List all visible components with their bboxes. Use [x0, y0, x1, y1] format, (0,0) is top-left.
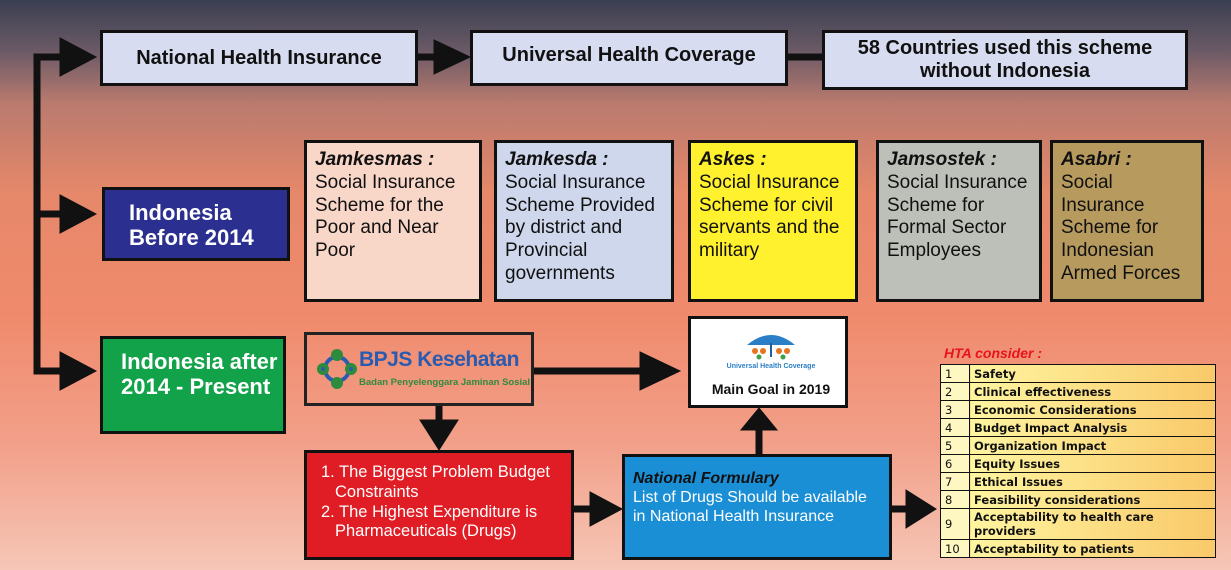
problem-item: 2. The Highest Expenditure is Pharmaceut…	[321, 502, 538, 541]
scheme-desc: Social Insurance Scheme Provided by dist…	[505, 171, 655, 284]
formulary-title: National Formulary	[633, 470, 779, 487]
main-goal-box: Universal Health Coverage Main Goal in 2…	[688, 316, 848, 408]
hta-num: 2	[940, 382, 970, 401]
scheme-title: Jamkesmas :	[315, 149, 435, 170]
bpjs-subtitle: Badan Penyelenggara Jaminan Sosial	[359, 377, 531, 388]
hta-label: Budget Impact Analysis	[969, 418, 1216, 437]
formulary-desc: List of Drugs Should be available in Nat…	[633, 489, 867, 526]
scheme-box-jamkesda: Jamkesda : Social Insurance Scheme Provi…	[494, 140, 674, 302]
scheme-title: Jamkesda :	[505, 149, 609, 170]
hta-title: HTA consider :	[944, 345, 1043, 361]
arrowhead-problem	[419, 419, 459, 451]
scheme-title: Asabri :	[1061, 149, 1132, 170]
hta-label: Equity Issues	[969, 454, 1216, 473]
scheme-box-askes: Askes : Social Insurance Scheme for civi…	[688, 140, 858, 302]
hta-num: 6	[940, 454, 970, 473]
after-2014-label: Indonesia after 2014 - Present	[121, 349, 278, 400]
uhc-box: Universal Health Coverage	[470, 30, 788, 86]
scheme-box-asabri: Asabri : Social Insurance Scheme for Ind…	[1050, 140, 1204, 302]
arrowhead-before	[59, 194, 98, 234]
hta-label: Ethical Issues	[969, 472, 1216, 491]
scheme-desc: Social Insurance Scheme for the Poor and…	[315, 171, 456, 262]
arrowhead-hta	[905, 489, 937, 529]
connector-bpjs-goal	[533, 367, 645, 375]
nhi-label: National Health Insurance	[136, 46, 382, 69]
hta-label: Safety	[969, 364, 1216, 383]
arrowhead-goal-up	[739, 407, 779, 431]
arrowhead-uhc	[433, 39, 472, 75]
bpjs-logo-box: BPJS Kesehatan Badan Penyelenggara Jamin…	[304, 332, 534, 406]
hta-num: 7	[940, 472, 970, 491]
arrowhead-goal	[639, 351, 682, 391]
hta-num: 1	[940, 364, 970, 383]
uhc-logo-text: Universal Health Coverage	[726, 363, 816, 370]
hta-label: Clinical effectiveness	[969, 382, 1216, 401]
scheme-title: Jamsostek :	[887, 149, 997, 170]
countries-label: 58 Countries used this scheme without In…	[857, 37, 1153, 82]
hta-num: 4	[940, 418, 970, 437]
problem-item: 1. The Biggest Problem Budget Constraint…	[321, 463, 551, 501]
hta-label: Economic Considerations	[969, 400, 1216, 419]
scheme-title: Askes :	[699, 149, 767, 170]
hta-label: Acceptability to patients	[969, 539, 1216, 558]
uhc-logo-icon	[747, 335, 795, 360]
uhc-label: Universal Health Coverage	[502, 43, 756, 66]
hta-num: 9	[940, 508, 970, 540]
hta-label: Organization Impact	[969, 436, 1216, 455]
hta-num: 10	[940, 539, 970, 558]
countries-box: 58 Countries used this scheme without In…	[822, 30, 1188, 90]
scheme-desc: Social Insurance Scheme for civil servan…	[699, 171, 840, 262]
formulary-box: National Formulary List of Drugs Should …	[622, 454, 892, 560]
hta-label: Feasibility considerations	[969, 490, 1216, 509]
hta-label: Acceptability to health care providers	[969, 508, 1216, 540]
problem-box: 1. The Biggest Problem Budget Constraint…	[304, 450, 574, 560]
arrowhead-nhi	[59, 37, 98, 77]
scheme-box-jamsostek: Jamsostek : Social Insurance Scheme for …	[876, 140, 1042, 302]
after-2014-box: Indonesia after 2014 - Present	[100, 336, 286, 434]
before-2014-box: Indonesia Before 2014	[102, 187, 290, 261]
connector-formulary-up	[755, 427, 763, 455]
bpjs-name: BPJS Kesehatan	[359, 348, 519, 371]
connector-uhc-countries	[785, 53, 823, 61]
hta-num: 8	[940, 490, 970, 509]
scheme-desc: Social Insurance Scheme for Indonesian A…	[1061, 171, 1181, 284]
arrowhead-formulary	[589, 491, 624, 527]
main-goal-label: Main Goal in 2019	[711, 381, 831, 397]
before-2014-label: Indonesia Before 2014	[129, 200, 254, 251]
scheme-box-jamkesmas: Jamkesmas : Social Insurance Scheme for …	[304, 140, 482, 302]
scheme-desc: Social Insurance Scheme for Formal Secto…	[887, 171, 1028, 262]
hta-num: 3	[940, 400, 970, 419]
arrowhead-after	[59, 351, 98, 391]
hta-num: 5	[940, 436, 970, 455]
bpjs-logo-icon	[317, 349, 357, 389]
nhi-box: National Health Insurance	[100, 30, 418, 86]
